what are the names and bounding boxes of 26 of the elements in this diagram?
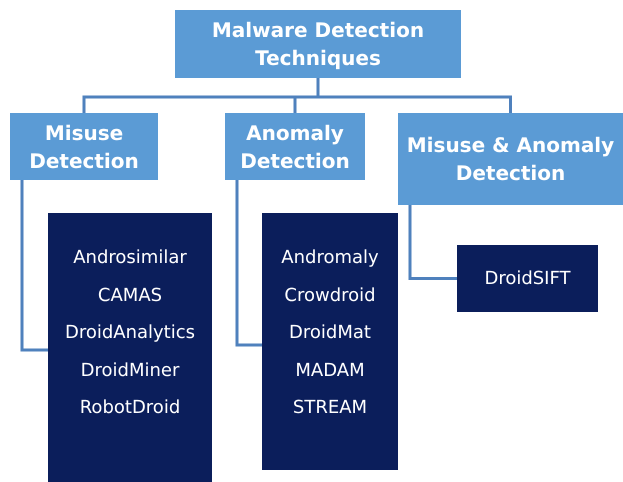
method-name: Andromaly xyxy=(281,246,379,270)
category-box xyxy=(225,113,365,180)
method-name: Androsimilar xyxy=(73,246,187,270)
method-name: MADAM xyxy=(295,358,365,382)
category-box xyxy=(10,113,158,180)
method-name: DroidAnalytics xyxy=(64,321,196,345)
method-name: DroidMat xyxy=(289,321,371,345)
method-name: DroidSIFT xyxy=(484,266,571,291)
method-list-box xyxy=(457,245,598,312)
category-label: Malware Detection Techniques xyxy=(210,17,426,72)
category-box xyxy=(175,10,461,78)
category-box xyxy=(398,113,623,205)
method-name: Crowdroid xyxy=(284,284,376,308)
connector-line xyxy=(316,78,512,113)
method-list-box xyxy=(262,213,398,470)
method-name: DroidMiner xyxy=(80,358,180,382)
method-name: RobotDroid xyxy=(80,396,180,420)
category-label: Misuse Detection xyxy=(28,120,140,174)
method-name: STREAM xyxy=(292,396,368,420)
connector-line xyxy=(236,180,262,346)
method-name: CAMAS xyxy=(98,284,162,308)
connector-line xyxy=(408,205,457,280)
connector-line xyxy=(20,180,48,352)
category-label: Anomaly Detection xyxy=(239,120,351,174)
category-label: Misuse & Anomaly Detection xyxy=(406,132,616,187)
method-list-box xyxy=(48,213,212,482)
